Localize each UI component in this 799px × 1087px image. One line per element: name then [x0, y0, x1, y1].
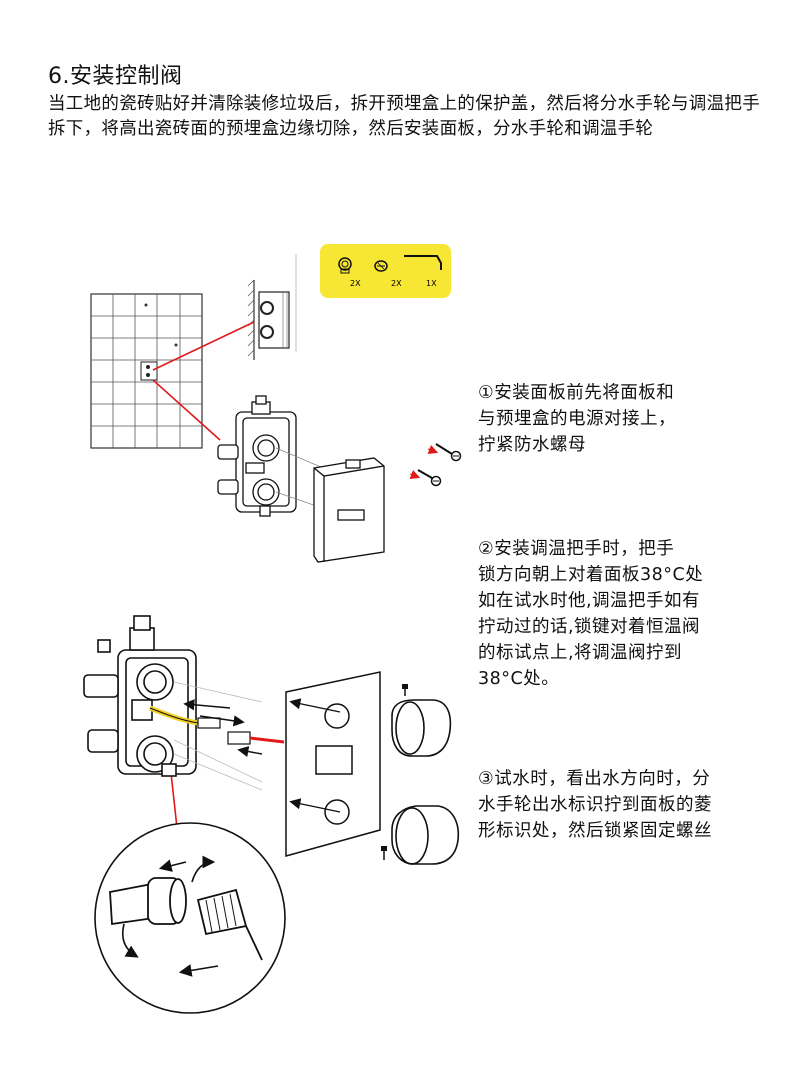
valve-body-upper [217, 395, 297, 517]
handle-screw-bottom [381, 846, 387, 860]
svg-text:2X: 2X [350, 279, 361, 288]
hex-key-icon [404, 255, 442, 270]
plate-arrows [289, 698, 341, 813]
power-box [313, 457, 385, 563]
step3-instruction: ③试水时，看出水方向时，分 水手轮出水标识拧到面板的菱 形标识处，然后锁紧固定螺… [478, 769, 712, 841]
screw-upper [427, 443, 462, 462]
face-plate [285, 671, 381, 857]
temperature-cable [149, 705, 285, 745]
screw-lower [409, 469, 442, 487]
step2-instruction: ②安装调温把手时，把手 锁方向朝上对着面板38°C处 如在试水时他,调温把手如有… [478, 539, 704, 689]
wall-section-view [247, 254, 297, 360]
svg-text:1X: 1X [426, 279, 437, 288]
page-title: 6.安装控制阀 [48, 64, 183, 89]
diverter-handle [391, 805, 460, 865]
zoom-detail-circle [94, 822, 286, 1014]
valve-body-lower [83, 615, 197, 777]
handle-screw-top [402, 684, 408, 696]
connection-arrows [183, 699, 263, 758]
step1-instruction: ①安装面板前先将面板和 与预埋盒的电源对接上， 拧紧防水螺母 [478, 383, 676, 455]
tiled-wall [90, 293, 203, 449]
screw-cap-icon [374, 260, 388, 272]
intro-paragraph: 当工地的瓷砖贴好并清除装修垃圾后，拆开预埋盒上的保护盖，然后将分水手轮与调温把手… [48, 94, 760, 139]
accessory-kit: 2X 2X 1X [320, 244, 451, 298]
svg-text:2X: 2X [391, 279, 402, 288]
alignment-lines-lower [173, 681, 263, 791]
hex-nut-icon [338, 257, 352, 274]
temperature-handle [391, 699, 452, 757]
